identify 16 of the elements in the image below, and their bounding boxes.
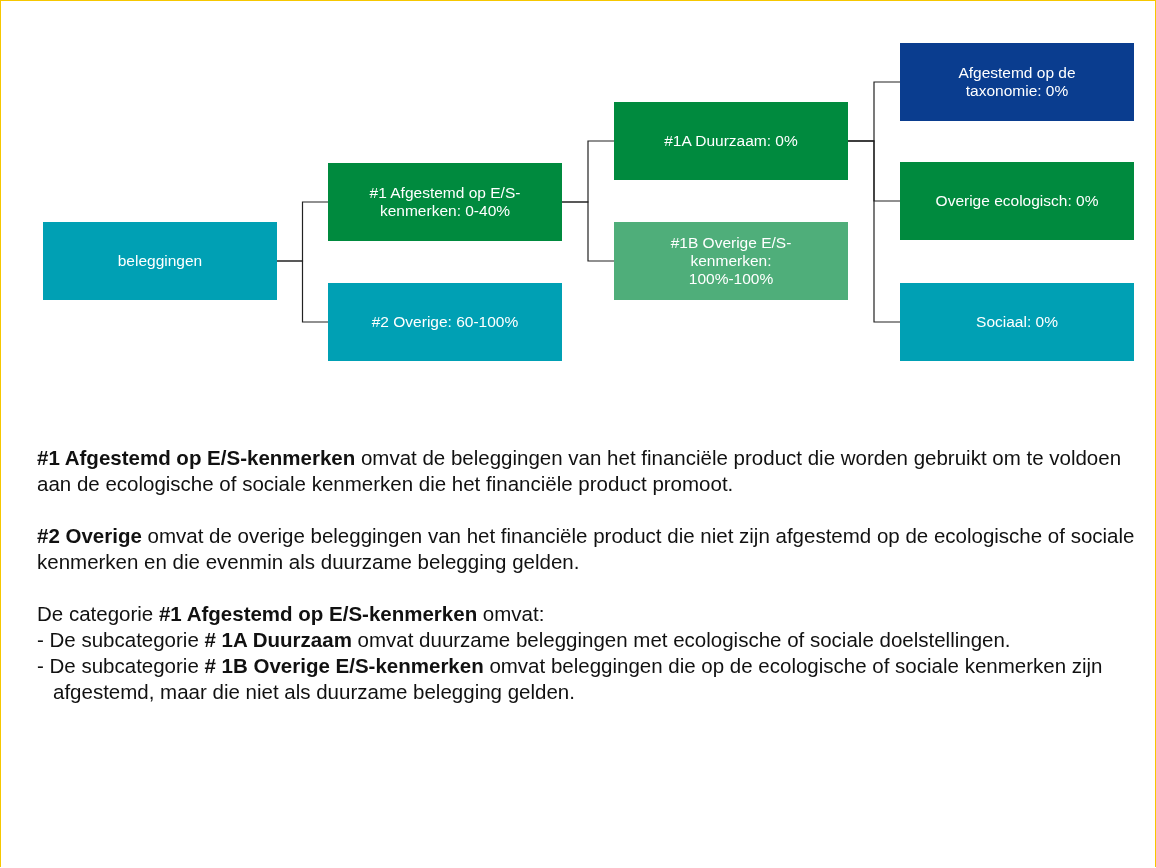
category-box: Overige ecologisch: 0%: [900, 162, 1134, 240]
paragraph: #1 Afgestemd op E/S-kenmerken omvat de beleggingen van het financiële product die worden gebruikt om te voldoen aan de ecologische of sociale kenmerken die het financiële product promoot.: [37, 445, 1123, 497]
category-box: Afgestemd op de taxonomie: 0%: [900, 43, 1134, 121]
paragraph: De categorie #1 Afgestemd op E/S-kenmerken omvat:: [37, 601, 546, 627]
list-item: - De subcategorie # 1B Overige E/S-kenmerken omvat beleggingen die op de ecologische of sociale kenmerken zijn afgestemd, maar die niet als duurzame belegging gelden.: [37, 653, 1104, 705]
list-item: - De subcategorie # 1A Duurzaam omvat duurzame beleggingen met ecologische of sociale doelstellingen.: [37, 627, 1012, 653]
category-box: #1 Afgestemd op E/S-kenmerken: 0-40%: [328, 163, 562, 241]
connector-line: [561, 201, 615, 262]
connector-line: [847, 140, 901, 323]
category-box: #1A Duurzaam: 0%: [614, 102, 848, 180]
category-box: beleggingen: [43, 222, 277, 300]
category-box: Sociaal: 0%: [900, 283, 1134, 361]
connector-line: [276, 260, 329, 323]
category-box: #1B Overige E/S-kenmerken: 100%-100%: [614, 222, 848, 300]
paragraph: #2 Overige omvat de overige beleggingen van het financiële product die niet zijn afgestemd op de ecologische of sociale kenmerken en die evenmin als duurzame belegging gelden.: [37, 523, 1136, 575]
category-box: #2 Overige: 60-100%: [328, 283, 562, 361]
